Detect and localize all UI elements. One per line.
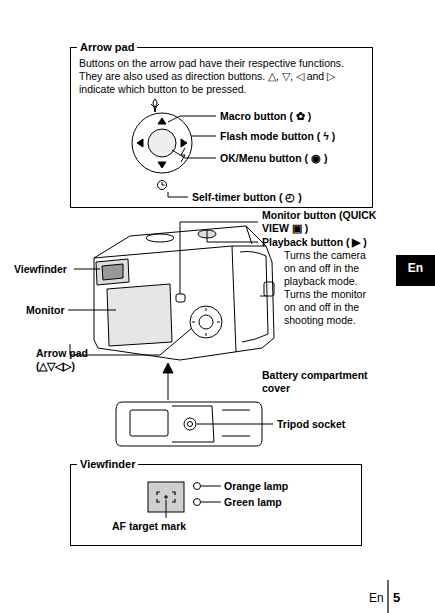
leader-line <box>207 230 258 242</box>
language-tab: En <box>396 255 435 286</box>
part-label: Battery compartment cover <box>262 369 384 395</box>
leader-line <box>191 136 216 137</box>
pad-marks <box>192 308 220 336</box>
ok-button-on-camera <box>199 315 213 329</box>
green-lamp <box>194 499 201 506</box>
footer-rule <box>387 580 388 613</box>
viewfinder-glass <box>102 264 123 280</box>
arrow-pad-on-camera <box>190 306 222 338</box>
arrow-head <box>163 363 173 373</box>
flash-icon <box>181 148 185 162</box>
shutter-area <box>146 234 174 242</box>
part-label: Monitor button (QUICK VIEW ▣ ) <box>262 209 382 235</box>
tripod-socket-hole <box>188 422 193 427</box>
part-label: Playback button ( ▶ ) <box>262 236 367 249</box>
viewfinder-eyepiece <box>96 259 129 285</box>
timer-hand <box>162 182 165 185</box>
leader-line <box>260 296 266 297</box>
grip <box>240 252 268 343</box>
box-body: Buttons on the arrow pad have their resp… <box>79 57 364 96</box>
monitor-screen <box>107 284 172 346</box>
part-label: Arrow pad (△▽◁▷) <box>36 347 98 373</box>
strap-eyelet <box>264 282 274 296</box>
monitor-button <box>176 294 185 302</box>
orange-lamp <box>194 483 201 490</box>
part-label: Viewfinder <box>14 263 67 276</box>
leader-line <box>201 486 221 487</box>
leader-line <box>70 328 192 355</box>
battery-cover <box>130 410 168 436</box>
leader-line <box>197 424 273 425</box>
leader-line <box>180 222 258 294</box>
leader-line <box>172 150 216 158</box>
leader-line <box>201 502 221 503</box>
part-label: Tripod socket <box>277 418 345 431</box>
page-number: 5 <box>393 591 400 604</box>
macro-icon <box>151 99 159 112</box>
box-heading: Viewfinder <box>77 457 138 471</box>
part-label: Self-timer button ( ◴ ) <box>192 191 302 204</box>
callout-box: Arrow padButtons on the arrow pad have t… <box>70 47 373 208</box>
tripod-socket <box>184 418 196 430</box>
arrow-pad-ring <box>132 113 192 173</box>
ok-button <box>148 129 176 157</box>
bottom-detail <box>222 410 250 436</box>
leader-line <box>74 269 100 270</box>
part-label: Orange lamp <box>224 480 288 493</box>
part-label: Monitor <box>26 304 65 317</box>
direction-arrows <box>137 118 187 168</box>
camera-edge <box>232 246 236 352</box>
leader-line <box>68 310 116 311</box>
leader-line <box>168 192 188 197</box>
camera-edge <box>246 226 252 244</box>
page-footer: En <box>369 592 384 605</box>
description-text: Turns the camera on and off in the playb… <box>284 249 376 288</box>
part-label: OK/Menu button ( ◉ ) <box>220 152 327 165</box>
leader-line <box>168 116 216 122</box>
camera-body <box>94 226 274 360</box>
description-text: Turns the monitor on and off in the shoo… <box>284 288 376 327</box>
part-label: Flash mode button ( ϟ ) <box>220 130 335 143</box>
part-label: Green lamp <box>224 496 282 509</box>
arrow-line <box>168 372 169 400</box>
callout-box: Viewfinder <box>70 464 362 546</box>
timer-icon <box>158 181 167 190</box>
box-heading: Arrow pad <box>77 40 137 54</box>
box-heading: En <box>396 255 435 282</box>
part-label: Macro button ( ✿ ) <box>220 110 311 123</box>
leader-line <box>166 500 167 518</box>
part-label: AF target mark <box>112 520 186 533</box>
